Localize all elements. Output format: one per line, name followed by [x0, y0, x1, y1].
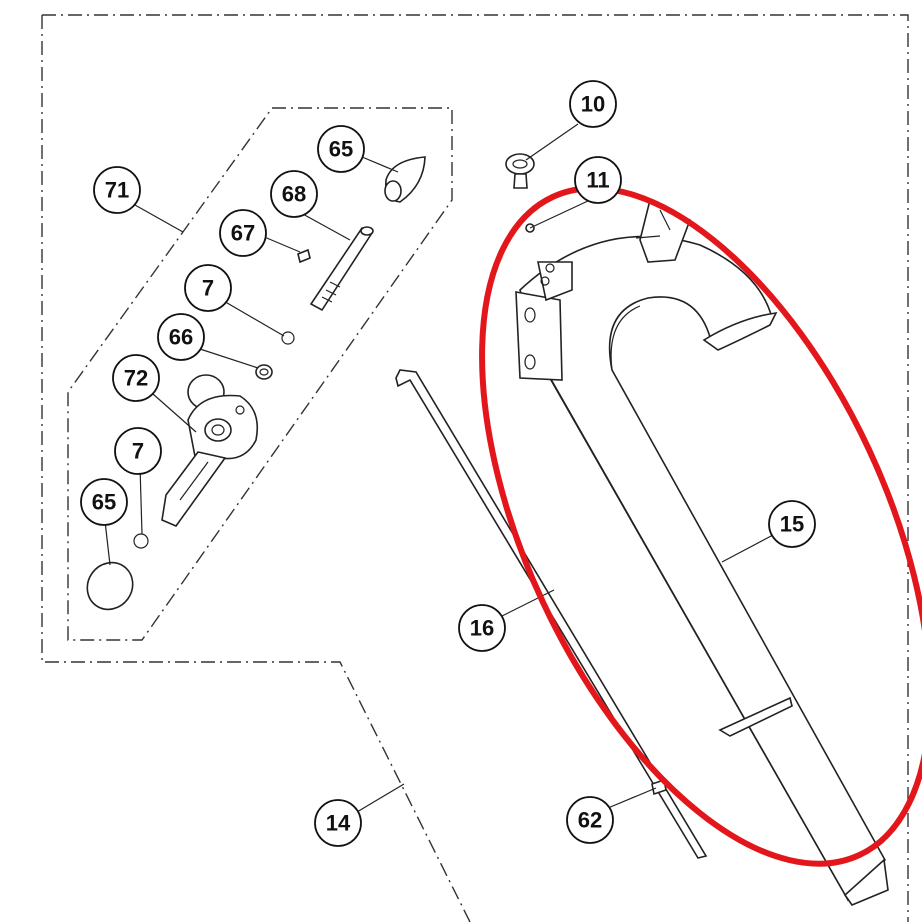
- callout-72[interactable]: 72: [112, 354, 160, 402]
- svg-text:72: 72: [124, 366, 148, 391]
- svg-text:65: 65: [92, 490, 116, 515]
- part-7-clip-upper: [281, 331, 295, 345]
- svg-text:11: 11: [586, 168, 609, 193]
- part-65-knob-top: [384, 156, 426, 203]
- callout-67[interactable]: 67: [219, 209, 267, 257]
- svg-text:65: 65: [329, 137, 353, 162]
- highlight-ellipse: [479, 185, 922, 867]
- svg-text:62: 62: [578, 808, 602, 833]
- svg-text:14: 14: [326, 811, 351, 836]
- part-67-pin: [297, 248, 311, 264]
- svg-text:71: 71: [105, 178, 129, 203]
- callout-65-top[interactable]: 65: [317, 125, 365, 173]
- leader-lines: [104, 123, 774, 813]
- part-66-washer: [255, 364, 273, 380]
- callout-65-bottom[interactable]: 65: [80, 478, 128, 526]
- callout-71[interactable]: 71: [93, 166, 141, 214]
- svg-text:67: 67: [231, 221, 255, 246]
- callout-10[interactable]: 10: [569, 80, 617, 128]
- part-7-clip-lower: [133, 533, 149, 549]
- callout-7-lower[interactable]: 7: [114, 427, 162, 475]
- callout-16[interactable]: 16: [458, 604, 506, 652]
- svg-text:15: 15: [780, 512, 804, 537]
- part-15-spout-tube: [515, 198, 889, 906]
- callout-66[interactable]: 66: [157, 313, 205, 361]
- svg-text:66: 66: [169, 325, 193, 350]
- part-65-oval-bottom: [86, 561, 134, 611]
- assembly-14-boundary: [41, 14, 909, 922]
- part-68-shaft: [309, 226, 374, 312]
- callout-11[interactable]: 11: [574, 156, 622, 204]
- svg-text:7: 7: [132, 439, 144, 464]
- part-72-latch: [161, 374, 259, 527]
- part-10-eye-bolt: [505, 153, 535, 189]
- svg-text:10: 10: [581, 92, 605, 117]
- subassembly-71-boundary: [67, 107, 453, 641]
- callout-68[interactable]: 68: [270, 170, 318, 218]
- callout-62[interactable]: 62: [566, 796, 614, 844]
- svg-text:7: 7: [202, 276, 214, 301]
- svg-text:68: 68: [282, 182, 306, 207]
- callout-14[interactable]: 14: [314, 799, 362, 847]
- svg-text:16: 16: [470, 616, 494, 641]
- callout-7-upper[interactable]: 7: [184, 264, 232, 312]
- callout-15[interactable]: 15: [768, 500, 816, 548]
